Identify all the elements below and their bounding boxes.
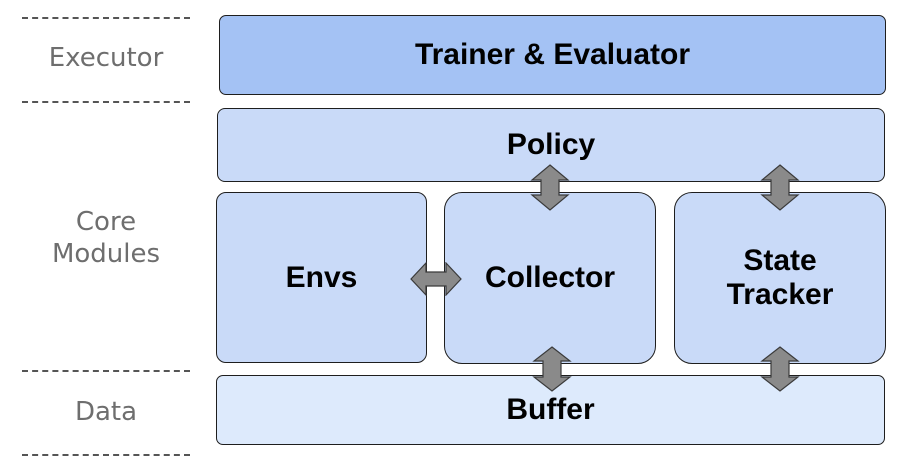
state-tracker-label: State Tracker	[727, 244, 834, 312]
layer-label-core-line2: Modules	[51, 239, 161, 269]
trainer-evaluator-label: Trainer & Evaluator	[414, 38, 691, 71]
envs-box: Envs	[216, 192, 427, 363]
collector-label: Collector	[484, 261, 616, 294]
collector-buffer-arrow-icon	[532, 346, 572, 392]
layer-label-executor: Executor	[48, 43, 164, 73]
collector-box: Collector	[444, 192, 656, 364]
layer-label-data: Data	[74, 397, 138, 427]
buffer-label: Buffer	[506, 393, 595, 426]
layer-label-core-line1: Core	[75, 207, 137, 237]
state-tracker-line1: State	[743, 244, 817, 277]
policy-state-tracker-arrow-icon	[760, 164, 800, 211]
policy-collector-arrow-icon	[530, 164, 570, 211]
state-tracker-box: State Tracker	[674, 192, 886, 364]
policy-label: Policy	[506, 128, 596, 161]
state-tracker-line2: Tracker	[726, 278, 834, 311]
separator-core-data	[22, 370, 190, 372]
separator-bottom	[22, 454, 190, 456]
trainer-evaluator-box: Trainer & Evaluator	[219, 15, 886, 95]
separator-top	[22, 17, 190, 19]
layer-label-core-modules: Core Modules	[22, 206, 190, 270]
state-tracker-buffer-arrow-icon	[760, 346, 800, 392]
envs-label: Envs	[285, 260, 358, 294]
separator-executor-core	[22, 101, 190, 103]
envs-collector-arrow-icon	[410, 262, 462, 296]
